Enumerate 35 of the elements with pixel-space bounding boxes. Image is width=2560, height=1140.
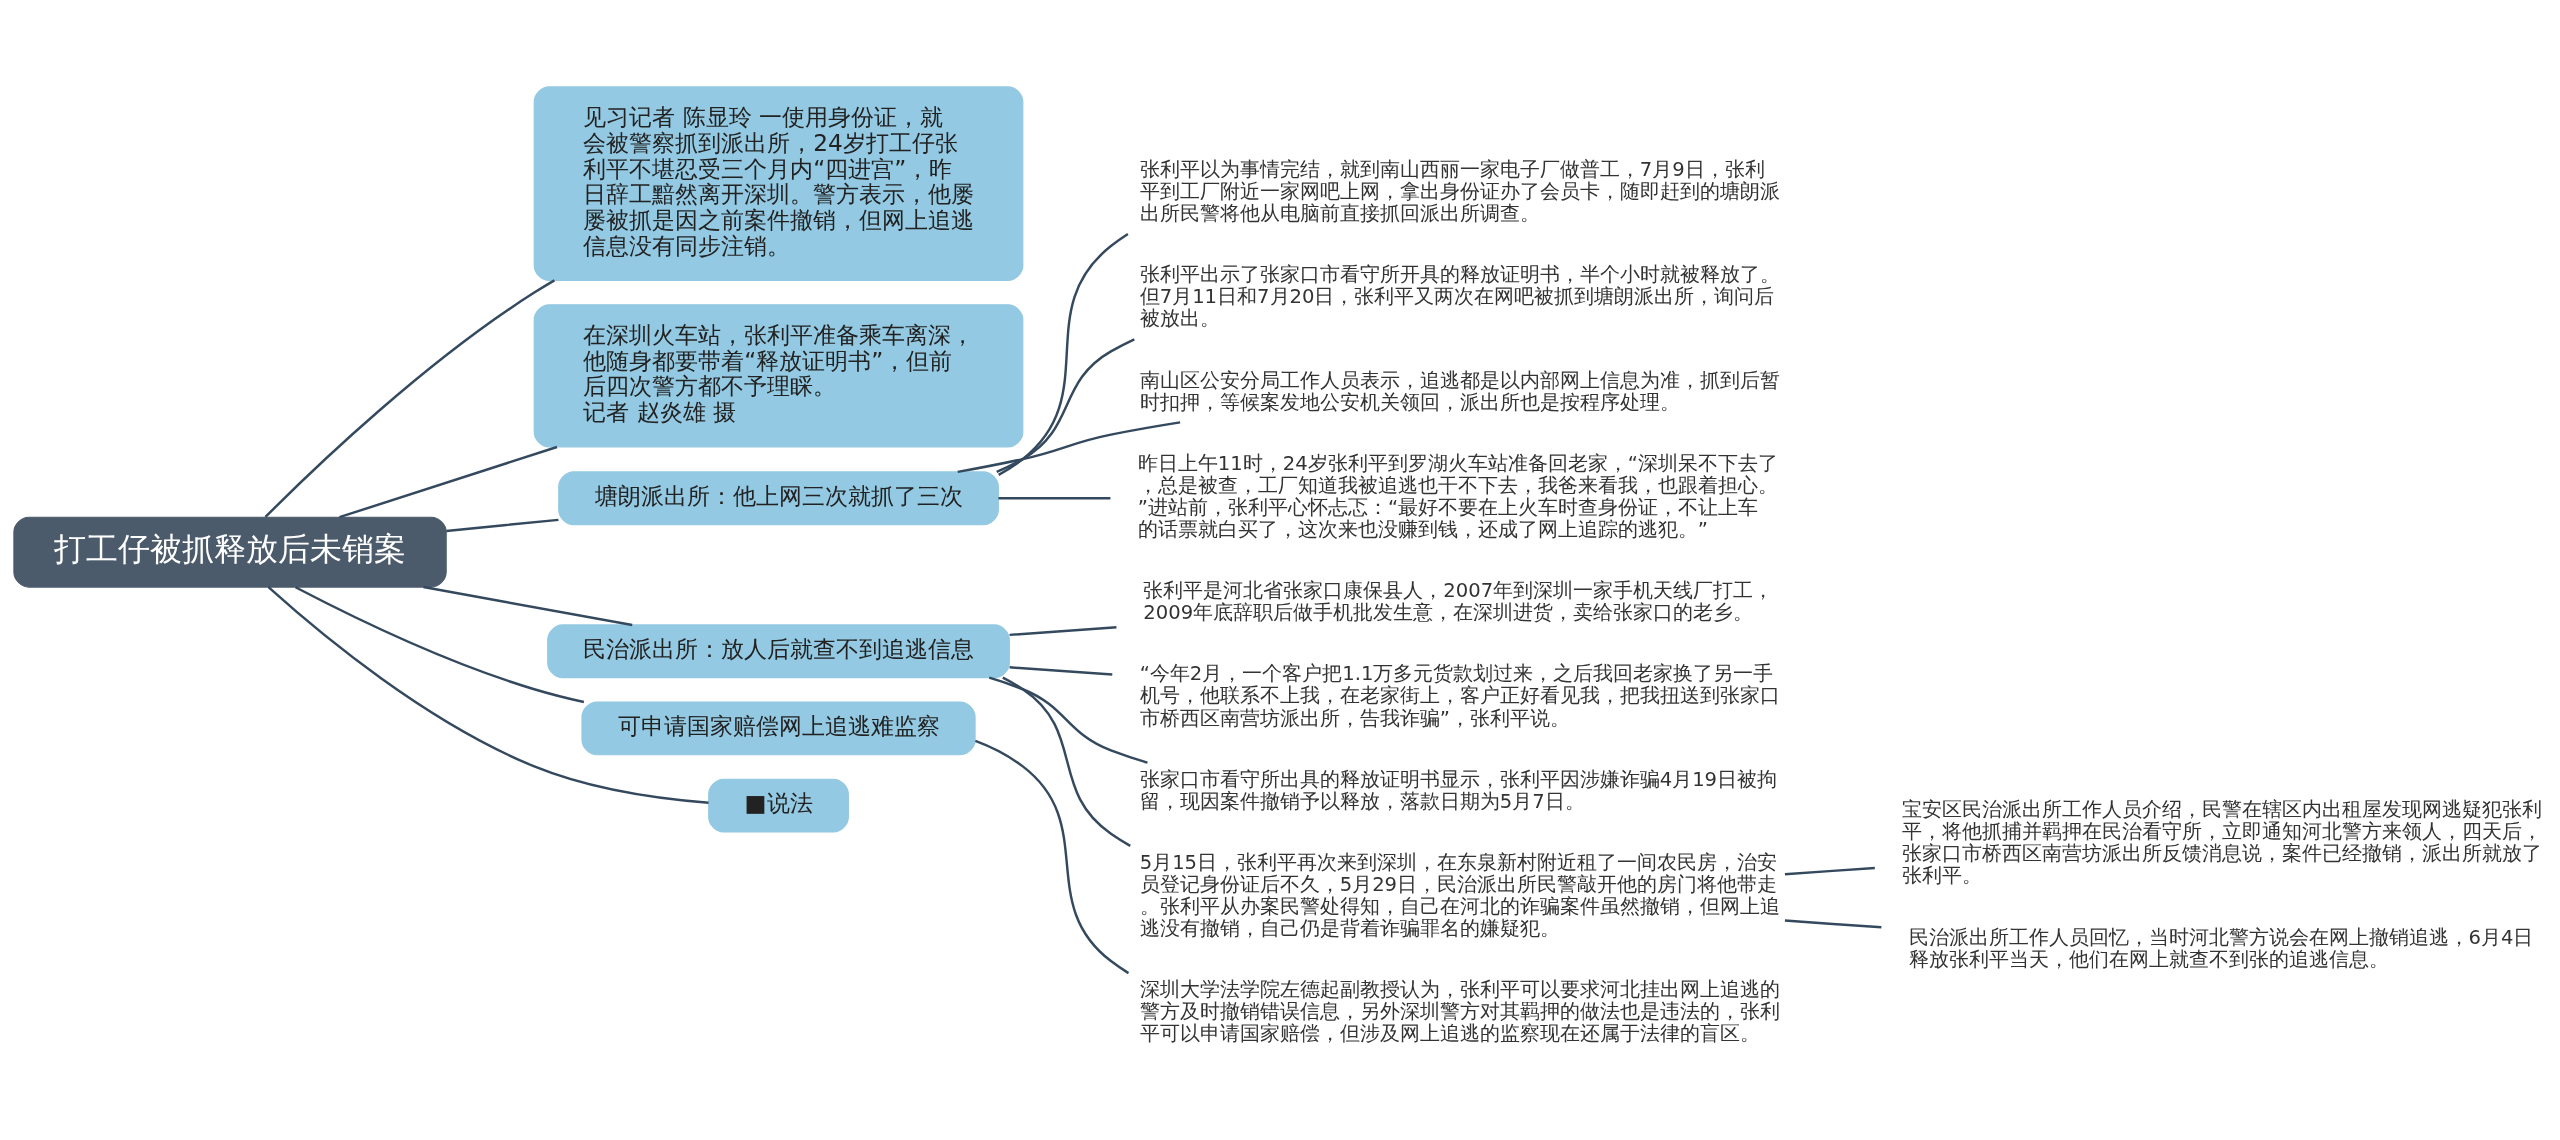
node-text: 张利平以为事情完结，就到南山西丽一家电子厂做普工，7月9日，张利平到工厂附近一家网吧上网，拿出身份证办了会员卡，随即赶到的塘朗派出所民警将他从电脑前直接抓回派出所调查。 <box>1139 157 1780 225</box>
node-box: ■说法 <box>707 778 849 832</box>
node-box: 见习记者 陈显玲 一使用身份证，就会被警察抓到派出所，24岁打工仔张利平不堪忍受三个月内“四进宫”，昨日辞工黯然离开深圳。警方表示，他屡屡被抓是因之前案件撤销，但网上追逃信息没有同步注销。 <box>533 85 1023 281</box>
node-text: 张家口市看守所出具的释放证明书显示，张利平因涉嫌诈骗4月19日被拘留，现因案件撤销予以释放，落款日期为5月7日。 <box>1139 767 1777 813</box>
node-box: 打工仔被抓释放后未销案 <box>12 516 447 588</box>
node-box: 可申请国家赔偿网上追逃难监察 <box>580 701 976 755</box>
node-text: 张利平是河北省张家口康保县人，2007年到深圳一家手机天线厂打工，2009年底辞职后做手机批发生意，在深圳进货，卖给张家口的老乡。 <box>1142 578 1773 624</box>
node-text: 张利平出示了张家口市看守所开具的释放证明书，半个小时就被释放了。但7月11日和7月20日，张利平又两次在网吧被抓到塘朗派出所，询问后被放出。 <box>1139 262 1780 330</box>
connector <box>1009 625 1117 636</box>
connector <box>957 420 1180 473</box>
connector <box>1001 676 1131 847</box>
node-text: “今年2月，一个客户把1.1万多元货款划过来，之后我回老家换了另一手机号，他联系不上我，在老家街上，客户正好看见我，把我扭送到张家口市桥西区南营坊派出所，告我诈骗”，张利平说。 <box>1139 661 1780 730</box>
connector <box>264 278 555 518</box>
connector <box>294 585 584 703</box>
connector <box>988 676 1148 764</box>
node-text: 昨日上午11时，24岁张利平到罗湖火车站准备回老家，“深圳呆不下去了，总是被查，工厂知道我被追逃也干不下去，我爸来看我，也跟着担心。”进站前，张利平心怀忐忑：“最好不要在上火车时查身份证，不让上车的话票就白买了，这次来也没赚到钱，还成了网上追踪的逃犯。” <box>1137 451 1778 541</box>
connector <box>1784 866 1875 875</box>
node-text: 南山区公安分局工作人员表示，追逃都是以内部网上信息为准，抓到后暂时扣押，等候案发地公安机关领回，派出所也是按程序处理。 <box>1139 368 1780 414</box>
connector <box>422 585 632 626</box>
node-text: 宝安区民治派出所工作人员介绍，民警在辖区内出租屋发现网逃疑犯张利平，将他抓捕并羁押在民治看守所，立即通知河北警方来领人，四天后，张家口市桥西区南营坊派出所反馈消息说，案件已经撤销，派出所就放了张利平。 <box>1901 797 2542 887</box>
connector <box>267 585 709 804</box>
node-text: 民治派出所工作人员回忆，当时河北警方说会在网上撤销追逃，6月4日释放张利平当天，他们在网上就查不到张的追逃信息。 <box>1908 925 2533 971</box>
connector <box>338 445 557 518</box>
connector <box>974 739 1129 974</box>
node-box: 塘朗派出所：他上网三次就抓了三次 <box>557 470 999 525</box>
connector <box>1009 665 1112 676</box>
connector <box>997 232 1129 476</box>
node-text: 5月15日，张利平再次来到深圳，在东泉新村附近租了一间农民房，治安员登记身份证后不久，5月29日，民治派出所民警敲开他的房门将他带走。张利平从办案民警处得知，自己在河北的诈骗案件虽然撤销，但网上追逃没有撤销，自己仍是背着诈骗罪名的嫌疑犯。 <box>1139 850 1780 940</box>
node-box: 在深圳火车站，张利平准备乘车离深，他随身都要带着“释放证明书”，但前后四次警方都不予理睬。 记者 赵炎雄 摄 <box>533 303 1023 447</box>
connector <box>445 518 559 532</box>
connector <box>995 337 1135 473</box>
connector <box>997 496 1110 499</box>
node-box: 民治派出所：放人后就查不到追逃信息 <box>546 623 1010 678</box>
connector <box>1784 918 1881 928</box>
node-text: 深圳大学法学院左德起副教授认为，张利平可以要求河北挂出网上追逃的警方及时撤销错误信息，另外深圳警方对其羁押的做法也是违法的，张利平可以申请国家赔偿，但涉及网上追逃的监察现在还属于法律的盲区。 <box>1139 977 1780 1045</box>
